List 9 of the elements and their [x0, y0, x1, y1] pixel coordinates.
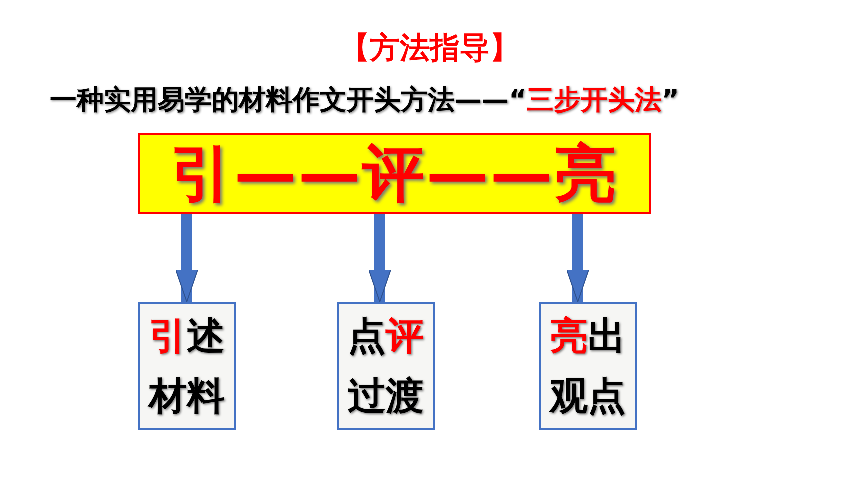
step-box: 点评过渡	[337, 302, 435, 430]
down-arrow	[176, 214, 198, 302]
down-arrow	[566, 214, 590, 302]
down-arrow	[368, 214, 392, 302]
step-box: 引述材料	[138, 302, 236, 430]
step-box: 亮出观点	[539, 302, 637, 430]
method-banner: 引——评——亮	[138, 133, 651, 214]
subtitle: 一种实用易学的材料作文开头方法——“三步开头法”	[50, 84, 680, 118]
heading: 【方法指导】	[339, 30, 521, 68]
